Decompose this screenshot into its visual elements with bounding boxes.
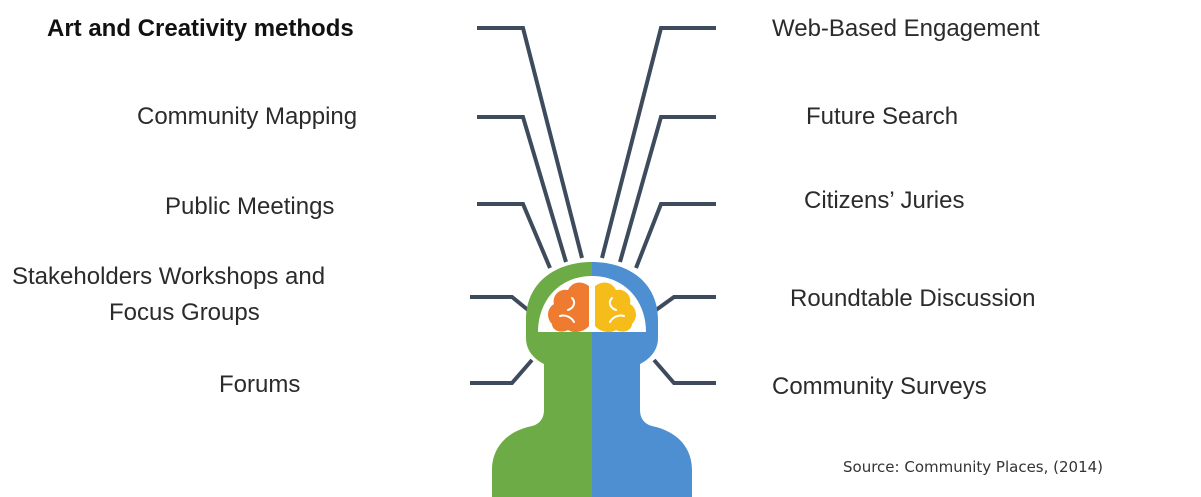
connector-future-search (618, 115, 716, 263)
label-forums: Forums (219, 371, 301, 398)
connector-community-surveys (652, 358, 716, 385)
label-web-based-engagement: Web-Based Engagement (772, 15, 1040, 42)
label-art-and-creativity-methods: Art and Creativity methods (47, 15, 354, 42)
label-future-search: Future Search (806, 103, 959, 130)
connector-community-mapping (477, 115, 568, 263)
connector-stakeholders (470, 295, 530, 312)
source-citation: Source: Community Places, (2014) (843, 458, 1104, 476)
connector-citizens-juries (634, 202, 716, 269)
connector-lines-left (470, 26, 584, 385)
label-stakeholders-workshops-line1: Stakeholders Workshops and (12, 263, 326, 290)
connector-web-based-engagement (600, 26, 716, 259)
connector-art-and-creativity (477, 26, 584, 259)
connector-lines-right (600, 26, 716, 385)
label-stakeholders-workshops-line2: Focus Groups (109, 299, 260, 326)
brain-folds (559, 297, 625, 323)
brain-left-icon (548, 282, 589, 333)
connector-roundtable (654, 295, 716, 312)
connector-public-meetings (477, 202, 552, 269)
label-public-meetings: Public Meetings (165, 193, 335, 220)
label-community-mapping: Community Mapping (137, 103, 358, 130)
label-community-surveys: Community Surveys (772, 373, 987, 400)
label-roundtable-discussion: Roundtable Discussion (790, 285, 1036, 312)
connector-forums (470, 358, 534, 385)
label-citizens-juries: Citizens’ Juries (804, 187, 965, 214)
brain-right-icon (595, 282, 636, 333)
